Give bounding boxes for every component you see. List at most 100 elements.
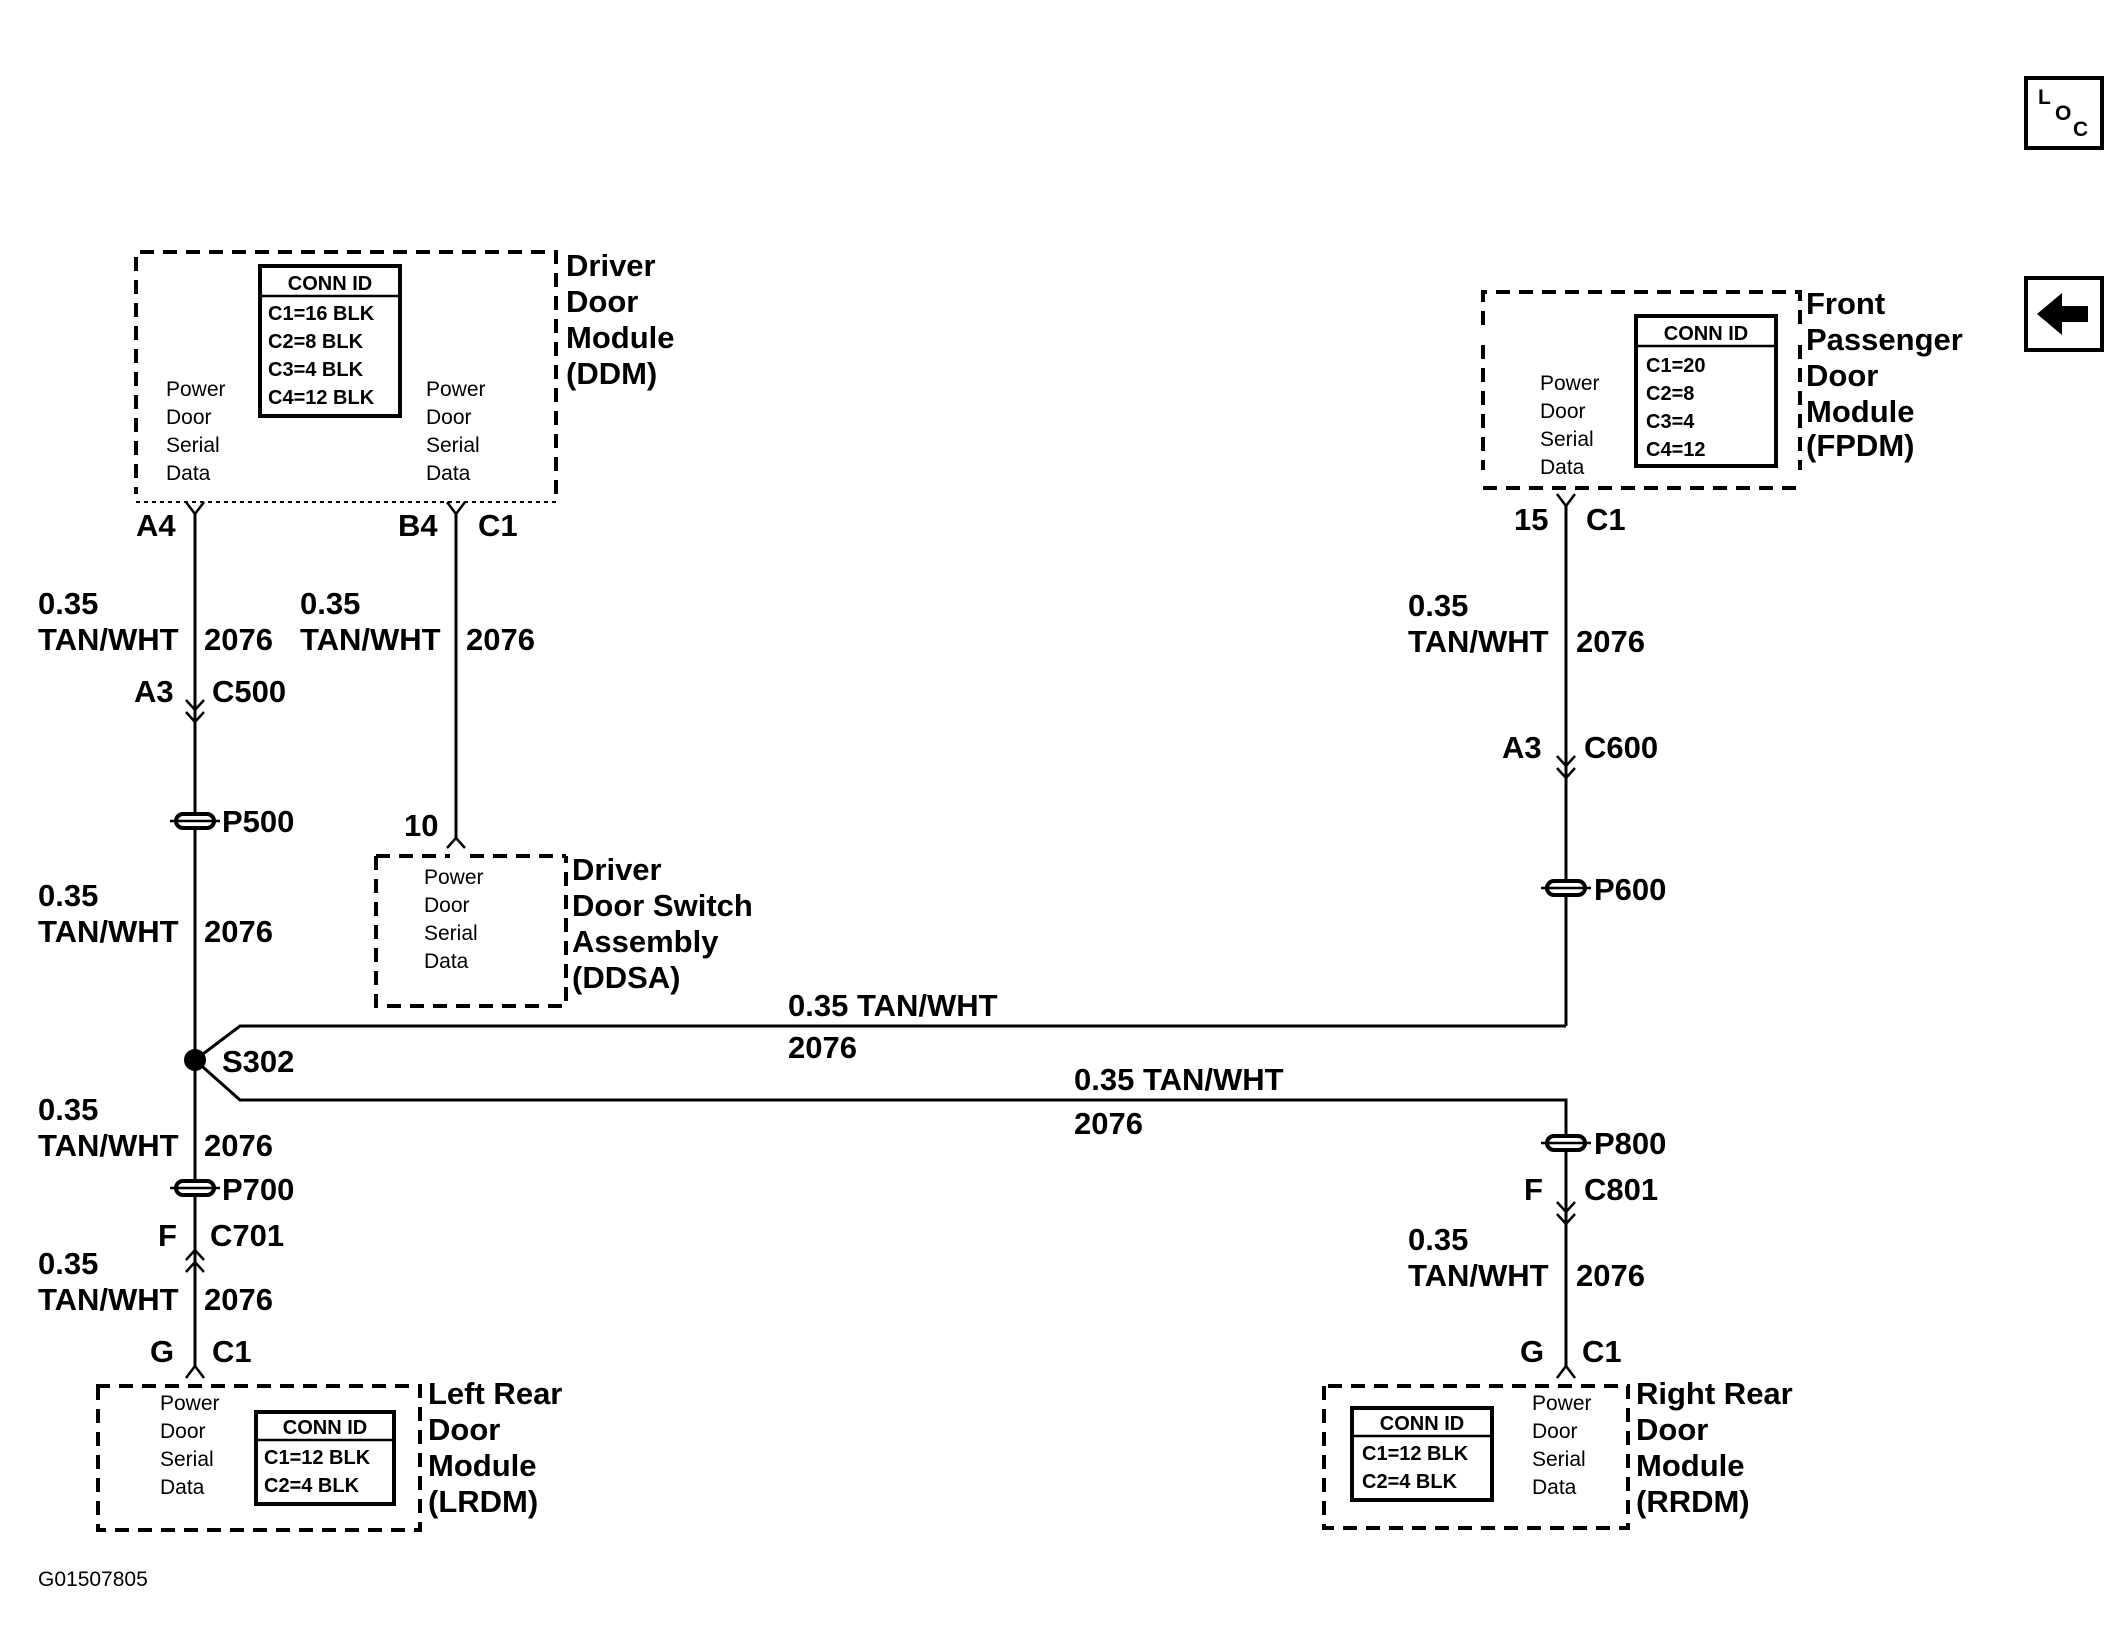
wire-circuit: 2076 [788, 1030, 857, 1065]
splice-s302 [184, 1049, 206, 1071]
lrdm-name: Module [428, 1448, 537, 1483]
loc-icon[interactable] [2024, 76, 2104, 150]
ddm-conn-id-row: C2=8 BLK [268, 331, 364, 353]
splice-label-p700: P700 [222, 1172, 294, 1207]
fpdm-conn-id-row: C2=8 [1646, 383, 1694, 405]
fpdm-outline [1481, 290, 1802, 325]
ddm-pin-label-right: Door [426, 406, 472, 429]
rrdm-outline [1322, 1384, 1630, 1530]
terminal-lrdm-g [185, 1363, 205, 1379]
wire-color: TAN/WHT [38, 1128, 179, 1163]
terminal-c600 [1556, 755, 1576, 780]
wire-s302-to-rrdm [194, 1058, 1568, 1366]
connector-c701: C701 [210, 1218, 284, 1253]
loc-o: O [2055, 102, 2071, 125]
loc-button[interactable]: L O C [2024, 76, 2104, 150]
rrdm-pin-label: Serial [1532, 1448, 1586, 1471]
pin-lrdm-c1: C1 [212, 1334, 252, 1369]
rrdm-pin-label: Power [1532, 1392, 1592, 1415]
pin-fpdm-c1: C1 [1586, 502, 1626, 537]
splice-pack-p700 [170, 1179, 220, 1197]
ddm-pin-label-left: Serial [166, 434, 220, 457]
wire-circuit: 2076 [204, 1282, 273, 1317]
splice-pack-p600 [1541, 879, 1591, 897]
wire-gauge: 0.35 [300, 586, 360, 621]
ddm-pin-label-left: Data [166, 462, 211, 485]
pin-c600: A3 [1502, 730, 1542, 765]
lrdm-name: Left Rear [428, 1376, 562, 1411]
wire-color: TAN/WHT [38, 622, 179, 657]
wire-s302-to-fpdm [194, 1024, 1566, 1062]
loc-l: L [2038, 86, 2051, 109]
rrdm-conn-id-row: C2=4 BLK [1362, 1471, 1458, 1493]
ddm-conn-id-row: C4=12 BLK [268, 387, 375, 409]
wire-horizontal-label: 0.35 TAN/WHT [1074, 1062, 1284, 1097]
pin-ddm-a4: A4 [136, 508, 176, 543]
fpdm-pin-label: Door [1540, 400, 1586, 423]
terminal-c701 [185, 1248, 205, 1273]
fpdm-name: Module [1806, 394, 1915, 429]
fpdm-pin-label: Data [1540, 456, 1585, 479]
back-button[interactable] [2024, 276, 2104, 352]
wire-color: TAN/WHT [1408, 1258, 1549, 1293]
wire-gauge: 0.35 [38, 586, 98, 621]
fpdm-name: Door [1806, 358, 1878, 393]
connector-c500: C500 [212, 674, 286, 709]
rrdm-name: Right Rear [1636, 1376, 1793, 1411]
pin-c801: F [1524, 1172, 1543, 1207]
ddsa-name: Assembly [572, 924, 719, 959]
lrdm-pin-label: Door [160, 1420, 206, 1443]
lrdm-outline [96, 1384, 422, 1532]
splice-label-p500: P500 [222, 804, 294, 839]
wire-color: TAN/WHT [300, 622, 441, 657]
splice-labels: P500 P600 P700 P800 S302 [222, 804, 1666, 1207]
wires [193, 504, 1568, 1366]
wire-circuit: 2076 [1576, 1258, 1645, 1293]
wire-gauge: 0.35 [1408, 1222, 1468, 1257]
ddm-name: Module [566, 320, 675, 355]
fpdm-conn-id-box [1634, 314, 1778, 468]
ddm-pin-label-left: Door [166, 406, 212, 429]
wire-circuit: 2076 [204, 622, 273, 657]
ddsa-pin-label: Data [424, 950, 469, 973]
rrdm-module: CONN ID C1=12 BLK C2=4 BLK Power Door Se… [1322, 1376, 1793, 1530]
rrdm-name: (RRDM) [1636, 1484, 1750, 1519]
ddm-conn-id-row: C3=4 BLK [268, 359, 364, 381]
lrdm-conn-id-box [254, 1410, 396, 1506]
figure-id: G01507805 [38, 1568, 148, 1591]
wire-circuit: 2076 [1074, 1106, 1143, 1141]
lrdm-conn-id-title: CONN ID [283, 1417, 367, 1439]
rrdm-name: Module [1636, 1448, 1745, 1483]
ddm-pin-label-right: Power [426, 378, 486, 401]
ddm-conn-id-box [258, 264, 402, 418]
splice-pack-p800 [1541, 1134, 1591, 1152]
terminal-ddsa-10 [446, 836, 466, 849]
wire-gauge: 0.35 [1408, 588, 1468, 623]
wire-gauge: 0.35 [38, 878, 98, 913]
lrdm-name: (LRDM) [428, 1484, 538, 1519]
terminal-ddm-a4 [185, 501, 205, 517]
pin-c500: A3 [134, 674, 174, 709]
rrdm-pin-label: Data [1532, 1476, 1577, 1499]
rrdm-conn-id-row: C1=12 BLK [1362, 1443, 1469, 1465]
lrdm-conn-id-row: C1=12 BLK [264, 1447, 371, 1469]
pin-ddsa-10: 10 [404, 808, 438, 843]
wire-horizontal-label: 0.35 TAN/WHT [788, 988, 998, 1023]
fpdm-name: Front [1806, 286, 1885, 321]
ddsa-module: Power Door Serial Data Driver Door Switc… [374, 852, 753, 1008]
ddm-pin-label-right: Serial [426, 434, 480, 457]
pin-c701: F [158, 1218, 177, 1253]
loc-c: C [2073, 118, 2088, 141]
ddsa-pin-label: Serial [424, 922, 478, 945]
ddsa-name: Driver [572, 852, 662, 887]
fpdm-conn-id-row: C3=4 [1646, 411, 1695, 433]
rrdm-pin-label: Door [1532, 1420, 1578, 1443]
lrdm-name: Door [428, 1412, 500, 1447]
lrdm-pin-label: Power [160, 1392, 220, 1415]
splice-label-p600: P600 [1594, 872, 1666, 907]
rrdm-conn-id-box [1350, 1406, 1494, 1502]
ddsa-outline [374, 856, 568, 1008]
pin-ddm-c1: C1 [478, 508, 518, 543]
wire-circuit: 2076 [1576, 624, 1645, 659]
lrdm-pin-label: Data [160, 1476, 205, 1499]
